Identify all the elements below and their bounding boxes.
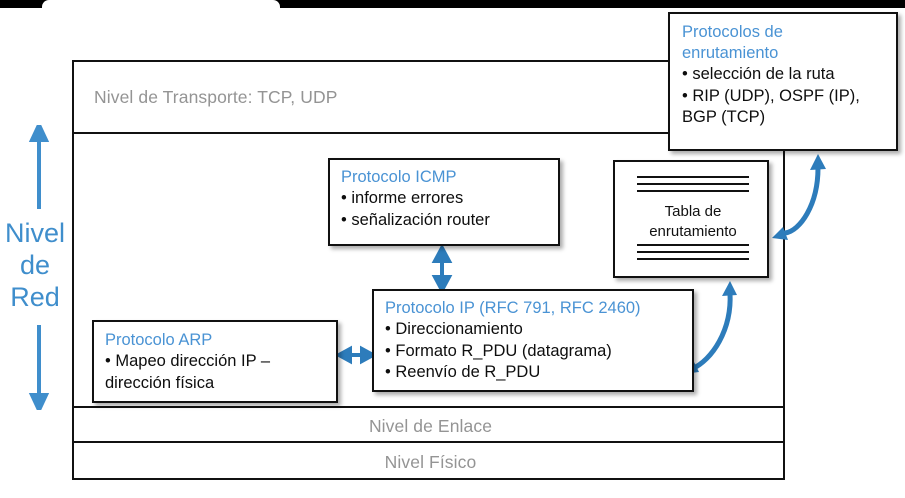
band-enlace-label: Nivel de Enlace: [368, 416, 493, 436]
band-transport: Nivel de Transporte: TCP, UDP: [72, 60, 785, 134]
box-icmp: Protocolo ICMP • informe errores • señal…: [328, 158, 560, 246]
bullet-item: • RIP (UDP), OSPF (IP), BGP (TCP): [682, 86, 860, 127]
network-level-axis: Nivel de Red: [0, 125, 70, 410]
bullet-item: • informe errores: [341, 189, 464, 207]
box-routing-protocols-bullets: • selección de la ruta • RIP (UDP), OSPF…: [682, 64, 896, 129]
box-routing-table-label: Tabla de enrutamiento: [649, 203, 737, 240]
bullet-item: • selección de la ruta: [682, 65, 835, 83]
band-fisico-label: Nivel Físico: [384, 452, 477, 472]
bullet-item: • Formato R_PDU (datagrama): [385, 341, 612, 360]
bullet-item: • señalización router: [341, 210, 490, 229]
table-rules-top: [637, 176, 749, 197]
box-ip-protocol: Protocolo IP (RFC 791, RFC 2460) • Direc…: [372, 289, 694, 392]
table-rules-bottom: [637, 244, 749, 265]
box-icmp-title: Protocolo ICMP: [341, 168, 457, 186]
box-icmp-bullets: • informe errores • señalización router: [341, 188, 558, 231]
band-fisico: Nivel Físico: [72, 441, 785, 480]
box-ip-protocol-bullets: • Direccionamiento • Formato R_PDU (data…: [385, 319, 692, 384]
box-arp-protocol-bullets: • Mapeo dirección IP – dirección física: [105, 351, 336, 394]
box-arp-protocol: Protocolo ARP • Mapeo dirección IP – dir…: [92, 320, 338, 403]
browser-tab[interactable]: [42, 0, 280, 8]
network-level-label: Nivel de Red: [4, 218, 65, 312]
box-ip-protocol-title: Protocolo IP (RFC 791, RFC 2460): [385, 299, 641, 317]
window-chrome-bar: [0, 0, 905, 8]
band-transport-label: Nivel de Transporte: TCP, UDP: [94, 87, 338, 107]
bullet-item: • Direccionamiento: [385, 320, 523, 338]
box-routing-table: Tabla de enrutamiento: [613, 160, 769, 278]
box-routing-protocols-title: Protocolos de enrutamiento: [682, 23, 783, 62]
bullet-item: • Reenvío de R_PDU: [385, 363, 541, 381]
box-routing-protocols: Protocolos de enrutamiento • selección d…: [668, 12, 898, 151]
double-headed-vertical-arrow: [28, 125, 50, 410]
box-arp-protocol-title: Protocolo ARP: [105, 331, 213, 349]
band-enlace: Nivel de Enlace: [72, 406, 785, 443]
bullet-item: • Mapeo dirección IP – dirección física: [105, 352, 271, 392]
